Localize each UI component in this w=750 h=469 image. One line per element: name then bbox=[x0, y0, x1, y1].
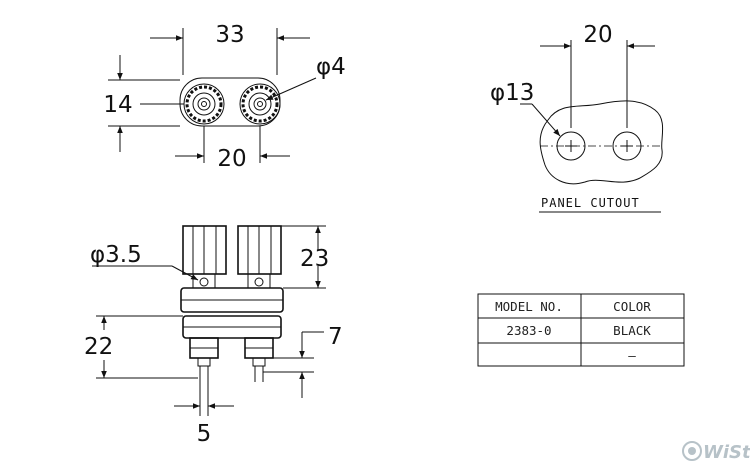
top-view-terminal-right bbox=[239, 83, 281, 125]
panel-outline bbox=[539, 100, 664, 185]
top-view: 33 14 φ4 20 bbox=[103, 22, 345, 172]
dim-wire-hole-diameter: φ3.5 bbox=[90, 242, 142, 268]
panel-cutout-view: 20 φ13 PANEL CUTOUT bbox=[490, 22, 664, 213]
side-view-cap-left bbox=[182, 225, 227, 275]
dim-cap-height: 23 bbox=[300, 246, 329, 272]
dim-cutout-pitch: 20 bbox=[583, 22, 612, 48]
table-cell-model: 2383-0 bbox=[506, 323, 551, 338]
dim-body-height: 22 bbox=[84, 334, 113, 360]
dim-thread-length: 7 bbox=[328, 324, 343, 350]
table-header-color: COLOR bbox=[613, 299, 651, 314]
side-view: φ3.5 23 22 7 5 bbox=[84, 225, 343, 447]
watermark-text: WiStao bbox=[703, 442, 750, 463]
dim-top-width: 33 bbox=[215, 22, 244, 48]
side-view-cap-right bbox=[237, 225, 282, 275]
table-cell-color: BLACK bbox=[613, 323, 651, 338]
top-view-terminal-left bbox=[183, 83, 225, 125]
spec-table: MODEL NO. COLOR 2383-0 BLACK – bbox=[477, 293, 685, 367]
dim-top-pitch: 20 bbox=[217, 146, 246, 172]
dim-cutout-hole-diameter: φ13 bbox=[490, 80, 534, 106]
table-cell-color-2: – bbox=[628, 348, 636, 363]
dim-top-hole-diameter: φ4 bbox=[316, 54, 346, 80]
watermark-logo: WiStao bbox=[682, 441, 750, 463]
panel-cutout-caption: PANEL CUTOUT bbox=[541, 196, 640, 210]
dim-pin-width: 5 bbox=[197, 421, 212, 447]
dim-top-height: 14 bbox=[103, 92, 132, 118]
table-header-model: MODEL NO. bbox=[495, 299, 563, 314]
